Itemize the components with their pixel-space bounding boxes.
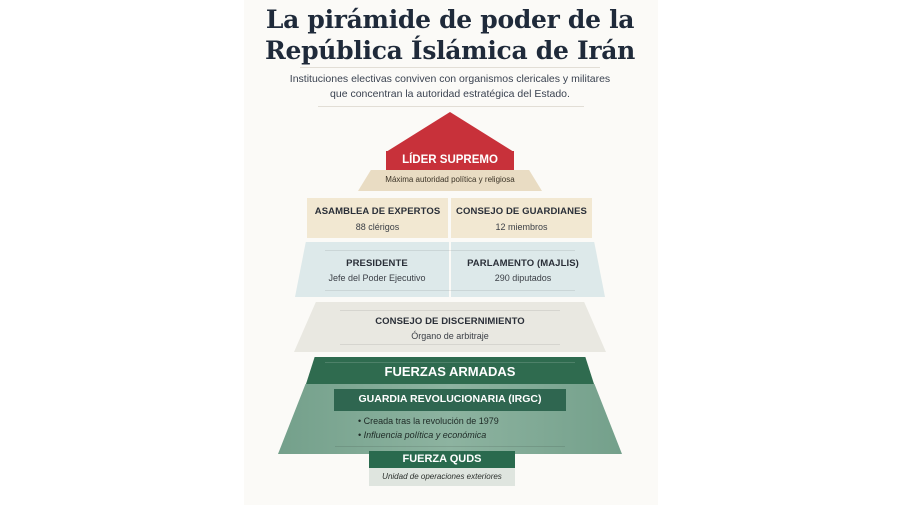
guardianes-detail: 12 miembros [495,222,548,232]
subtitle-line-2: que concentran la autoridad estratégica … [330,88,570,100]
parlamento-title: PARLAMENTO (MAJLIS) [467,258,579,269]
irgc-title: GUARDIA REVOLUCIONARIA (IRGC) [358,393,542,405]
tier3-bottom-rule [325,290,575,291]
tier3-top-rule [325,250,575,251]
consejo-de-discernimiento-box [294,302,606,352]
parlamento-detail: 290 diputados [494,273,552,283]
tier4-bottom-rule [340,344,560,345]
asamblea-detail: 88 clérigos [355,222,400,232]
irgc-banner [334,389,566,411]
subtitle: Instituciones electivas conviven con org… [0,72,900,102]
irgc-bullet-2: • Influencia política y económica [358,430,487,440]
quds-description-box [369,468,515,486]
discernimiento-detail: Órgano de arbitraje [411,331,489,341]
consejo-de-guardianes-box [451,198,592,238]
title-line-2: República Íslámica de Irán [264,36,635,65]
leader-base [358,170,542,191]
presidente-box [295,242,449,297]
subtitle-line-1: Instituciones electivas conviven con org… [289,73,611,85]
irgc-bullet-1: • Creada tras la revolución de 1979 [358,416,499,426]
discernimiento-title: CONSEJO DE DISCERNIMIENTO [375,316,525,327]
leader-description: Máxima autoridad política y religiosa [385,175,515,184]
quds-banner [369,451,515,468]
subtitle-divider [318,106,584,107]
fuerzas-armadas-banner [306,357,594,384]
title-divider [300,67,600,68]
tier4-top-rule [340,310,560,311]
quds-title: FUERZA QUDS [402,453,482,465]
leader-banner [386,151,514,170]
leader-title: LÍDER SUPREMO [402,154,498,166]
title-line-1: La pirámide de poder de la [265,5,635,34]
guardianes-title: CONSEJO DE GUARDIANES [456,206,587,217]
asamblea-title: ASAMBLEA DE EXPERTOS [314,206,441,217]
quds-description: Unidad de operaciones exteriores [382,472,502,481]
armed-forces-rule [325,362,575,363]
irgc-bottom-rule [335,446,565,447]
page-title: La pirámide de poder de la República Ísl… [0,4,900,66]
asamblea-de-expertos-box [307,198,448,238]
presidente-detail: Jefe del Poder Ejecutivo [328,273,426,283]
fuerzas-armadas-title: FUERZAS ARMADAS [384,364,516,379]
parlamento-box [451,242,605,297]
presidente-title: PRESIDENTE [346,258,408,269]
